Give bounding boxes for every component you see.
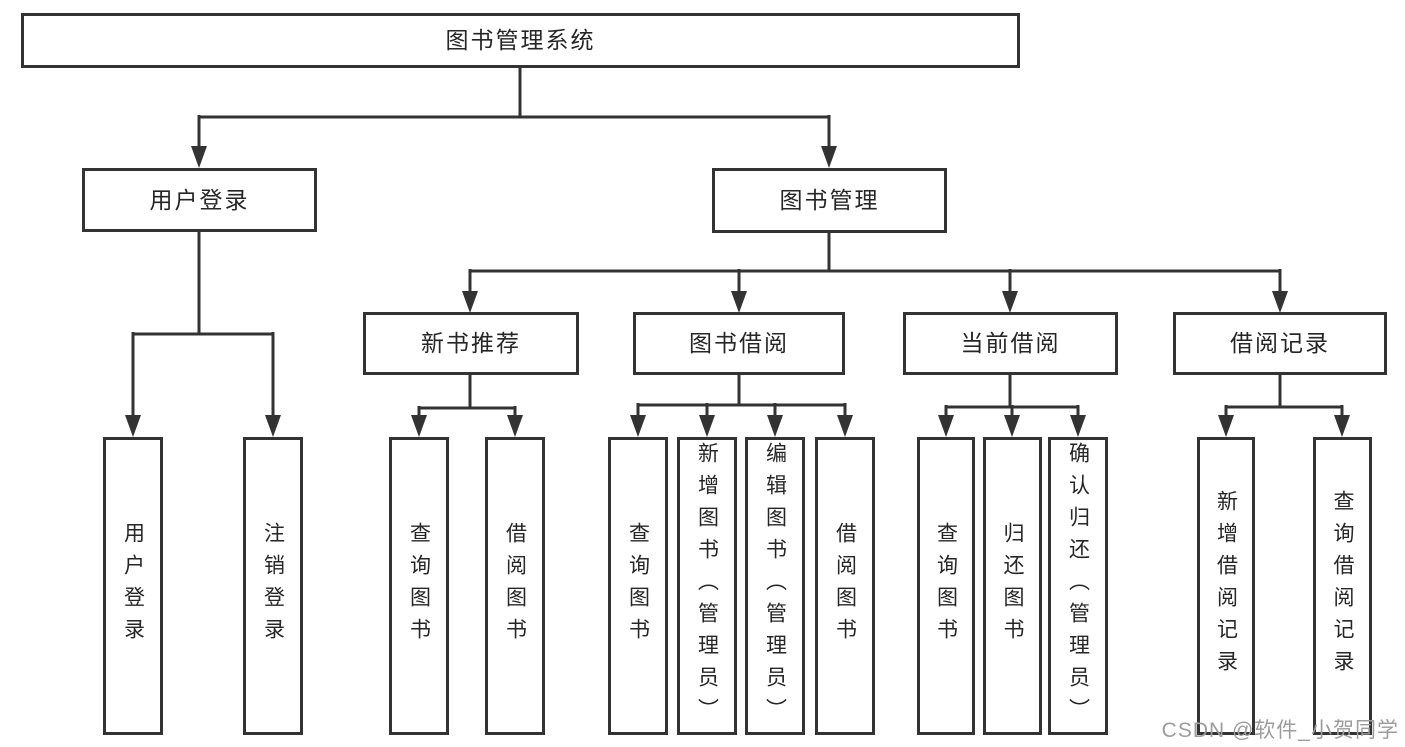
node-leaf-add-borrow-record: 新增借阅记录 — [1197, 437, 1255, 735]
node-user-login: 用户登录 — [82, 168, 317, 232]
node-leaf-user-login: 用户登录 — [103, 437, 163, 735]
node-leaf-return-books: 归还图书 — [983, 437, 1042, 735]
node-leaf-borrow-books-1: 借阅图书 — [485, 437, 545, 735]
node-leaf-add-books-admin: 新增图书（管理员） — [677, 437, 737, 735]
csdn-watermark: CSDN @软件_小贺同学 — [1161, 719, 1399, 742]
node-book-management: 图书管理 — [712, 168, 947, 233]
arrowheads — [125, 146, 1350, 437]
node-leaf-query-books-1: 查询图书 — [389, 437, 449, 735]
node-borrowing-records: 借阅记录 — [1173, 312, 1387, 375]
node-book-borrowing: 图书借阅 — [633, 312, 845, 375]
node-leaf-logout: 注销登录 — [243, 437, 303, 735]
node-leaf-query-books-3: 查询图书 — [917, 437, 975, 735]
node-leaf-edit-books-admin: 编辑图书（管理员） — [745, 437, 805, 735]
node-library-management-system: 图书管理系统 — [21, 13, 1020, 68]
node-new-book-recommendation: 新书推荐 — [363, 312, 579, 375]
node-leaf-query-books-2: 查询图书 — [608, 437, 668, 735]
node-leaf-borrow-books-2: 借阅图书 — [815, 437, 875, 735]
node-leaf-query-borrow-record: 查询借阅记录 — [1313, 437, 1372, 735]
node-leaf-confirm-return-admin: 确认归还（管理员） — [1048, 437, 1108, 735]
node-current-borrowing: 当前借阅 — [903, 312, 1118, 375]
